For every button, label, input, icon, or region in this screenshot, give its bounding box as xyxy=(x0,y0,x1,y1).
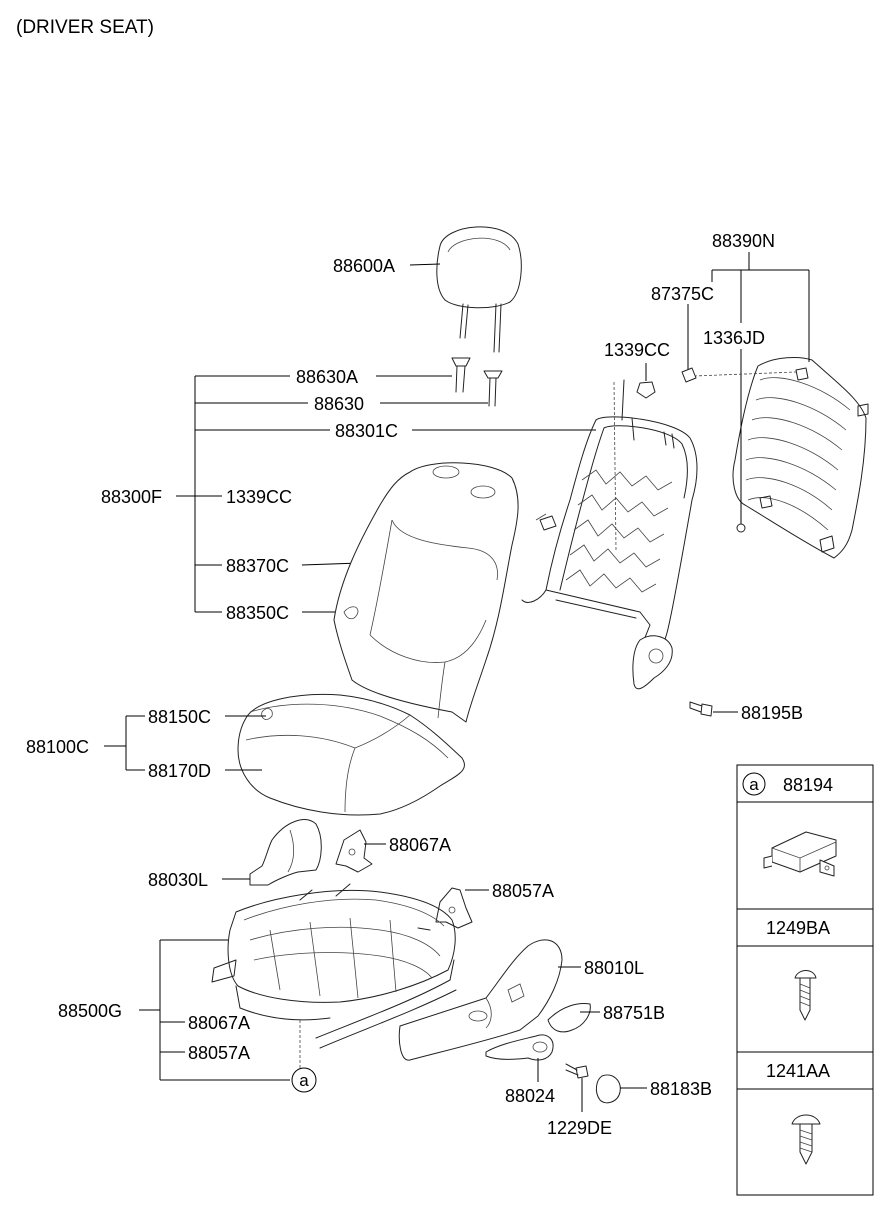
label-bolt: 88195B xyxy=(741,703,803,723)
label-clip: 87375C xyxy=(651,284,714,304)
tapping-screw-drawing xyxy=(794,970,817,1021)
bolt-drawing xyxy=(689,701,713,717)
seat-back-frame-drawing xyxy=(521,379,698,690)
connector-drawing xyxy=(763,831,837,877)
label-lever: 88024 xyxy=(505,1086,555,1106)
headrest-drawing xyxy=(436,226,522,353)
label-fastener: 1336JD xyxy=(703,328,765,348)
label-screw: 1229DE xyxy=(547,1118,612,1138)
seat-cushion-drawing xyxy=(237,693,465,816)
back-assy-leader xyxy=(176,375,596,613)
label-bracket-b2: 88057A xyxy=(188,1043,250,1063)
fastener-drawing xyxy=(736,523,746,533)
shield-inner-drawing xyxy=(249,819,322,886)
cushion-frame-drawing xyxy=(211,883,457,1049)
label-bracket-a2: 88067A xyxy=(188,1013,250,1033)
back-board-leader xyxy=(687,252,810,524)
guide-drawing xyxy=(451,357,503,407)
label-nut-left: 1339CC xyxy=(226,487,292,507)
cushion-frame-leader xyxy=(139,939,301,1081)
label-shield-outer: 88010L xyxy=(584,958,644,978)
label-cushion-cover: 88150C xyxy=(148,707,211,727)
side-table: a 88194 1249BA 1241AA xyxy=(736,764,874,1196)
label-cushion-pad: 88170D xyxy=(148,761,211,781)
clip-drawing xyxy=(681,367,697,383)
label-cap: 88183B xyxy=(650,1079,712,1099)
knob-drawing xyxy=(547,1003,591,1033)
label-knob: 88751B xyxy=(603,1003,665,1023)
label-bracket-b: 88057A xyxy=(492,881,554,901)
flange-screw-drawing xyxy=(791,1114,821,1165)
table-marker-a: a xyxy=(749,775,759,794)
seat-back-cover-drawing xyxy=(333,462,519,723)
label-nut-right: 1339CC xyxy=(604,340,670,360)
label-guide-lock: 88630A xyxy=(296,367,358,387)
label-bracket-a: 88067A xyxy=(389,835,451,855)
lever-drawing xyxy=(485,1034,554,1061)
label-headrest: 88600A xyxy=(333,256,395,276)
bracket-b-drawing xyxy=(435,887,473,929)
nut-drawing xyxy=(636,381,656,399)
bracket-a-drawing xyxy=(335,829,373,873)
table-part-88194: 88194 xyxy=(783,775,833,795)
label-back-assy: 88300F xyxy=(101,487,162,507)
table-part-1249ba: 1249BA xyxy=(766,918,830,938)
diagram-title: (DRIVER SEAT) xyxy=(16,17,154,38)
label-back-pad: 88350C xyxy=(226,603,289,623)
table-part-1241aa: 1241AA xyxy=(766,1061,830,1081)
label-back-frame: 88301C xyxy=(335,421,398,441)
label-guide: 88630 xyxy=(314,394,364,414)
screw-drawing xyxy=(565,1063,589,1079)
label-cushion-assy: 88100C xyxy=(26,737,89,757)
back-board-drawing xyxy=(732,357,869,559)
label-back-board-assy: 88390N xyxy=(712,231,775,251)
cap-drawing xyxy=(595,1074,621,1104)
callout-a-symbol: a xyxy=(299,1071,309,1090)
cushion-assy-leader xyxy=(104,715,266,771)
callout-a: a xyxy=(291,1067,317,1093)
label-cushion-frame: 88500G xyxy=(58,1001,122,1021)
label-back-cover: 88370C xyxy=(226,556,289,576)
shield-outer-drawing xyxy=(398,939,563,1061)
label-shield-inner: 88030L xyxy=(148,870,208,890)
